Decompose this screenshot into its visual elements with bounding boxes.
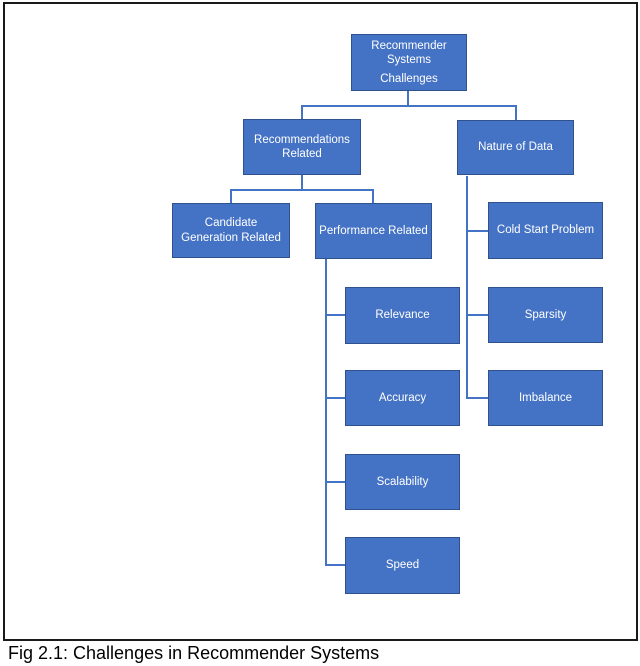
node-label: Nature of Data [478,141,553,154]
connector-level2-horizontal [230,189,374,191]
node-label: Candidate Generation Related [181,217,281,244]
node-label: Sparsity [524,308,567,321]
node-label: Cold Start Problem [496,224,595,237]
node-sparsity: Sparsity [488,287,603,343]
node-label: Recommendations Related [254,133,350,160]
connector-root-drop [407,91,409,106]
node-label: Relevance [375,309,430,322]
connector-to-accuracy [325,397,345,399]
node-scalability: Scalability [345,454,460,510]
node-label: Accuracy [378,391,427,404]
node-cold-start-problem: Cold Start Problem [488,202,603,259]
node-recommendations-related: Recommendations Related [243,119,361,175]
node-relevance: Relevance [345,287,460,344]
connector-to-recommendations-related [301,105,303,119]
node-nature-of-data: Nature of Data [457,120,574,175]
connector-performance-trunk [325,259,327,566]
connector-to-sparsity [466,314,488,316]
connector-to-speed [325,564,345,566]
node-speed: Speed [345,537,460,594]
node-candidate-generation-related: Candidate Generation Related [172,203,290,258]
node-label: Imbalance [518,391,573,404]
node-performance-related: Performance Related [315,203,432,259]
connector-to-imbalance [466,397,488,399]
diagram-frame: Recommender Systems Challenges Recommend… [3,2,638,641]
node-label: Scalability [376,475,429,488]
connector-to-candidate-generation [230,189,232,203]
node-label: Recommender Systems [371,39,447,67]
connector-nature-trunk [466,176,468,399]
connector-recommendations-drop [301,175,303,191]
connector-to-performance-related [372,189,374,203]
connector-level1-horizontal [301,105,517,107]
node-accuracy: Accuracy [345,370,460,426]
connector-to-nature-of-data [515,105,517,120]
node-label: Challenges [380,72,438,85]
node-label: Performance Related [319,224,428,237]
node-imbalance: Imbalance [488,370,603,426]
node-recommender-systems-challenges: Recommender Systems Challenges [351,34,467,91]
figure-caption: Fig 2.1: Challenges in Recommender Syste… [8,643,380,663]
connector-to-scalability [325,481,345,483]
connector-to-cold-start [466,230,488,232]
node-label: Speed [385,559,420,572]
connector-to-relevance [325,314,345,316]
